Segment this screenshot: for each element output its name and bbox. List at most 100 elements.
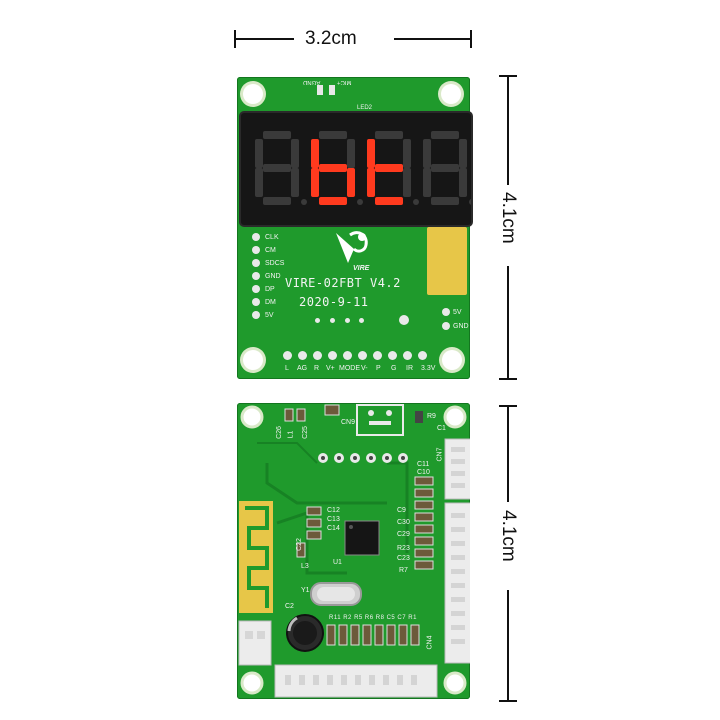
bottom-pin-label: IR (406, 365, 413, 372)
segment-unlit (431, 164, 459, 172)
segment-lit (311, 139, 319, 168)
label-c1: C1 (437, 425, 446, 432)
segment-unlit (263, 197, 291, 205)
label-r23: R23 (397, 545, 410, 552)
mount-hole (443, 671, 467, 695)
bottom-height-tick-bottom (499, 700, 517, 702)
label-c30: C30 (397, 519, 410, 526)
bottom-pin-label: MODE (339, 365, 360, 372)
test-pad (345, 318, 350, 323)
segment-unlit (375, 131, 403, 139)
bottom-pin-label: L (285, 365, 289, 372)
segment-unlit (291, 168, 299, 197)
segment-unlit (263, 131, 291, 139)
segment-unlit (431, 131, 459, 139)
bottom-pcb-board: CN9 R9 C1 CN7 C26 L1 C25 C11 C10 C9 C30 … (237, 403, 470, 699)
label-c22: C22 (295, 538, 303, 551)
label-l1: L1 (287, 430, 295, 439)
bottom-pad (328, 351, 337, 360)
left-pad-1 (252, 233, 260, 241)
segment-unlit (319, 131, 347, 139)
label-c23: C23 (397, 555, 410, 562)
left-pin-label: 5V (265, 312, 274, 319)
bottom-pad (313, 351, 322, 360)
segment-lit (319, 164, 347, 172)
left-pad-7 (252, 311, 260, 319)
mount-hole-bottom-right (442, 350, 462, 370)
date-label: 2020-9-11 (299, 295, 369, 309)
segment-unlit (423, 168, 431, 197)
left-pad-5 (252, 285, 260, 293)
mount-hole (443, 405, 467, 429)
left-pad-3 (252, 259, 260, 267)
top-height-tick-bottom (499, 378, 517, 380)
segment-unlit (263, 164, 291, 172)
label-c14: C14 (327, 525, 340, 532)
segment-unlit (423, 139, 431, 168)
label-c13: C13 (327, 516, 340, 523)
top-height-tick-top (499, 75, 517, 77)
test-pad (315, 318, 320, 323)
segment-unlit (431, 197, 459, 205)
bottom-pin-label: V+ (326, 365, 335, 372)
top-height-label: 4.1cm (498, 192, 519, 244)
width-line-left (236, 38, 294, 40)
left-pin-label: CLK (265, 234, 279, 241)
width-tick-left (234, 30, 236, 48)
left-pad-6 (252, 298, 260, 306)
seven-segment-display (241, 113, 471, 225)
bottom-height-line-upper (507, 407, 509, 502)
display-digits (255, 131, 471, 205)
bottom-pin-label: 3.3V (421, 365, 436, 372)
label-c26: C26 (275, 426, 283, 439)
segment-unlit (347, 139, 355, 168)
label-c2: C2 (285, 603, 294, 610)
label-c29: C29 (397, 531, 410, 538)
bottom-pad (298, 351, 307, 360)
bottom-pin-label: V- (361, 365, 368, 372)
segment-lit (367, 139, 375, 168)
label-r7: R7 (399, 567, 408, 574)
test-pad (359, 318, 364, 323)
label-cn9: CN9 (341, 419, 356, 426)
bottom-board-graphics (238, 404, 470, 698)
top-height-line-lower (507, 266, 509, 378)
agnd-pad (317, 85, 323, 95)
mount-hole-top-left (243, 84, 263, 104)
left-pad-2 (252, 246, 260, 254)
left-pin-label: SDCS (265, 260, 285, 267)
bottom-height-label: 4.1cm (498, 510, 519, 562)
label-cn4: CN4 (426, 635, 434, 650)
cn9-connector (356, 404, 404, 436)
right-pin-label: GND (453, 323, 469, 330)
mount-hole (240, 671, 264, 695)
label-r9: R9 (427, 413, 436, 420)
left-pin-label: DM (265, 299, 276, 306)
left-pin-label: GND (265, 273, 281, 280)
right-pad-gnd (442, 322, 450, 330)
segment-lit (347, 168, 355, 197)
segment-lit (375, 197, 403, 205)
decimal-point (357, 199, 363, 205)
segment-unlit (255, 139, 263, 168)
label-c11: C11 (417, 461, 430, 468)
mic-pad (329, 85, 335, 95)
decimal-point (301, 199, 307, 205)
segment-unlit (255, 168, 263, 197)
bottom-pad (358, 351, 367, 360)
antenna-patch (427, 227, 467, 295)
label-bottom-row: R11 R2 R5 R6 R8 C5 C7 R1 (329, 615, 417, 621)
led-label: LED2 (357, 105, 373, 111)
bottom-pad (388, 351, 397, 360)
label-c12: C12 (327, 507, 340, 514)
decimal-point (413, 199, 419, 205)
segment-unlit (403, 139, 411, 168)
right-pin-label: 5V (453, 309, 462, 316)
left-pad-4 (252, 272, 260, 280)
header-pins (318, 453, 408, 463)
right-pad-5v (442, 308, 450, 316)
bottom-pin-label: R (314, 365, 320, 372)
top-pcb-board: AGND MIC+ LED2 VIRE CLK CM SDCS GND DP D… (237, 77, 471, 379)
segment-lit (311, 168, 319, 197)
bottom-pad (418, 351, 427, 360)
